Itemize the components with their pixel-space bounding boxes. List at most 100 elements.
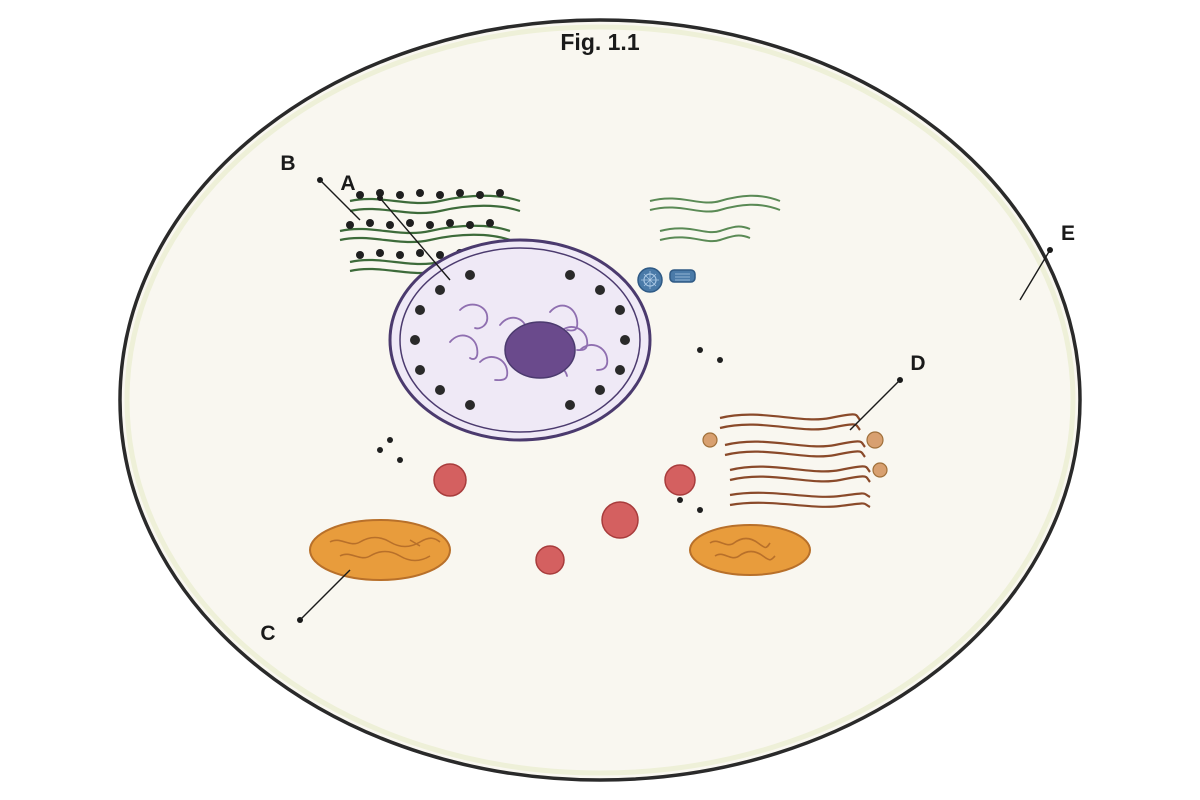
ribosome: [476, 191, 484, 199]
figure-title: Fig. 1.1: [560, 29, 639, 55]
mitochondrion-outer-membrane: [689, 524, 811, 576]
nuclear-pore: [435, 385, 445, 395]
rough-er-membrane: [349, 204, 521, 215]
leader-dot-a: [377, 195, 383, 201]
golgi-apparatus: [719, 413, 871, 508]
golgi-cisterna: [719, 413, 861, 421]
golgi-vesicle: [866, 431, 884, 449]
ribosome: [386, 221, 394, 229]
label-c: C: [260, 622, 275, 645]
nuclear-pore: [595, 385, 605, 395]
lysosome: [535, 545, 565, 575]
nucleus: [388, 238, 652, 442]
nuclear-pore: [565, 270, 575, 280]
nuclear-pore: [595, 285, 605, 295]
golgi-cisterna: [729, 475, 871, 483]
nuclear-pore: [615, 305, 625, 315]
ribosome: [426, 221, 434, 229]
ribosome: [486, 219, 494, 227]
free-ribosomes: [377, 347, 723, 513]
ribosome: [496, 189, 504, 197]
golgi-vesicles: [702, 431, 888, 478]
label-a: A: [340, 172, 355, 195]
leader-line-b: [319, 179, 361, 221]
leader-dot-e: [1047, 247, 1053, 253]
nucleolus: [504, 321, 576, 379]
free-ribosome: [697, 507, 703, 513]
smooth-er-tubule: [649, 203, 781, 213]
ribosome: [436, 251, 444, 259]
ribosome: [416, 189, 424, 197]
lysosome: [433, 463, 467, 497]
ribosome: [416, 249, 424, 257]
ribosome: [366, 219, 374, 227]
nuclear-pore: [415, 365, 425, 375]
mitochondrion-outer-membrane: [309, 519, 451, 581]
free-ribosome: [717, 357, 723, 363]
leader-dot-c: [297, 617, 303, 623]
rough-er-membrane: [339, 233, 511, 244]
ribosome: [406, 219, 414, 227]
smooth-er-tubule: [659, 225, 751, 234]
cell-membrane-inner-rim: [124, 24, 1076, 776]
golgi-vesicle: [872, 462, 888, 478]
ribosome: [466, 221, 474, 229]
golgi-cisterna: [719, 423, 861, 431]
ribosome: [396, 191, 404, 199]
ribosome: [456, 189, 464, 197]
chromatin-strand: [459, 303, 489, 330]
mitochondrion-left: [309, 519, 451, 581]
nuclear-pore: [615, 365, 625, 375]
smooth-er-tubule: [659, 234, 751, 243]
lysosome: [601, 501, 639, 539]
centriole-spokes: [641, 271, 659, 289]
nuclear-envelope-inner: [399, 247, 641, 433]
lysosomes: [433, 463, 696, 575]
nuclear-pores: [410, 270, 630, 410]
ribosome: [446, 219, 454, 227]
label-d: D: [910, 352, 925, 375]
centrosome: [637, 267, 696, 293]
leader-line-a: [379, 197, 451, 281]
nuclear-pore: [410, 335, 420, 345]
mitochondrion-right: [689, 524, 811, 576]
smooth-endoplasmic-reticulum: [649, 194, 781, 243]
ribosome: [376, 249, 384, 257]
nuclear-pore: [620, 335, 630, 345]
nuclear-pore: [435, 285, 445, 295]
chromatin-strand: [549, 304, 579, 332]
ribosome: [356, 251, 364, 259]
leader-dot-d: [897, 377, 903, 383]
ribosome: [436, 191, 444, 199]
leader-line-c: [299, 569, 351, 621]
nuclear-pore: [465, 270, 475, 280]
centriole-tubules: [675, 273, 690, 281]
golgi-cisterna: [729, 501, 871, 508]
centriole-longitudinal: [669, 269, 696, 283]
chromatin-strand: [449, 334, 479, 360]
golgi-cisterna: [724, 450, 866, 458]
ribosome: [356, 191, 364, 199]
label-b: B: [280, 152, 295, 175]
leader-line-d: [849, 379, 901, 431]
leader-dot-b: [317, 177, 323, 183]
free-ribosome: [397, 457, 403, 463]
ribosome: [376, 189, 384, 197]
golgi-cisterna: [729, 491, 871, 498]
chromatin-strand: [479, 356, 509, 382]
free-ribosome: [677, 497, 683, 503]
golgi-cisterna: [724, 440, 866, 448]
golgi-cisterna: [729, 465, 871, 473]
ribosome: [396, 251, 404, 259]
leader-lines: [297, 177, 1053, 623]
free-ribosome: [697, 347, 703, 353]
mitochondrion-cristae: [329, 536, 441, 562]
chromatin: [449, 303, 609, 382]
free-ribosome: [387, 437, 393, 443]
smooth-er-tubule: [649, 194, 781, 204]
golgi-vesicle: [702, 432, 718, 448]
nuclear-pore: [465, 400, 475, 410]
nuclear-pore: [565, 400, 575, 410]
ribosome: [346, 221, 354, 229]
